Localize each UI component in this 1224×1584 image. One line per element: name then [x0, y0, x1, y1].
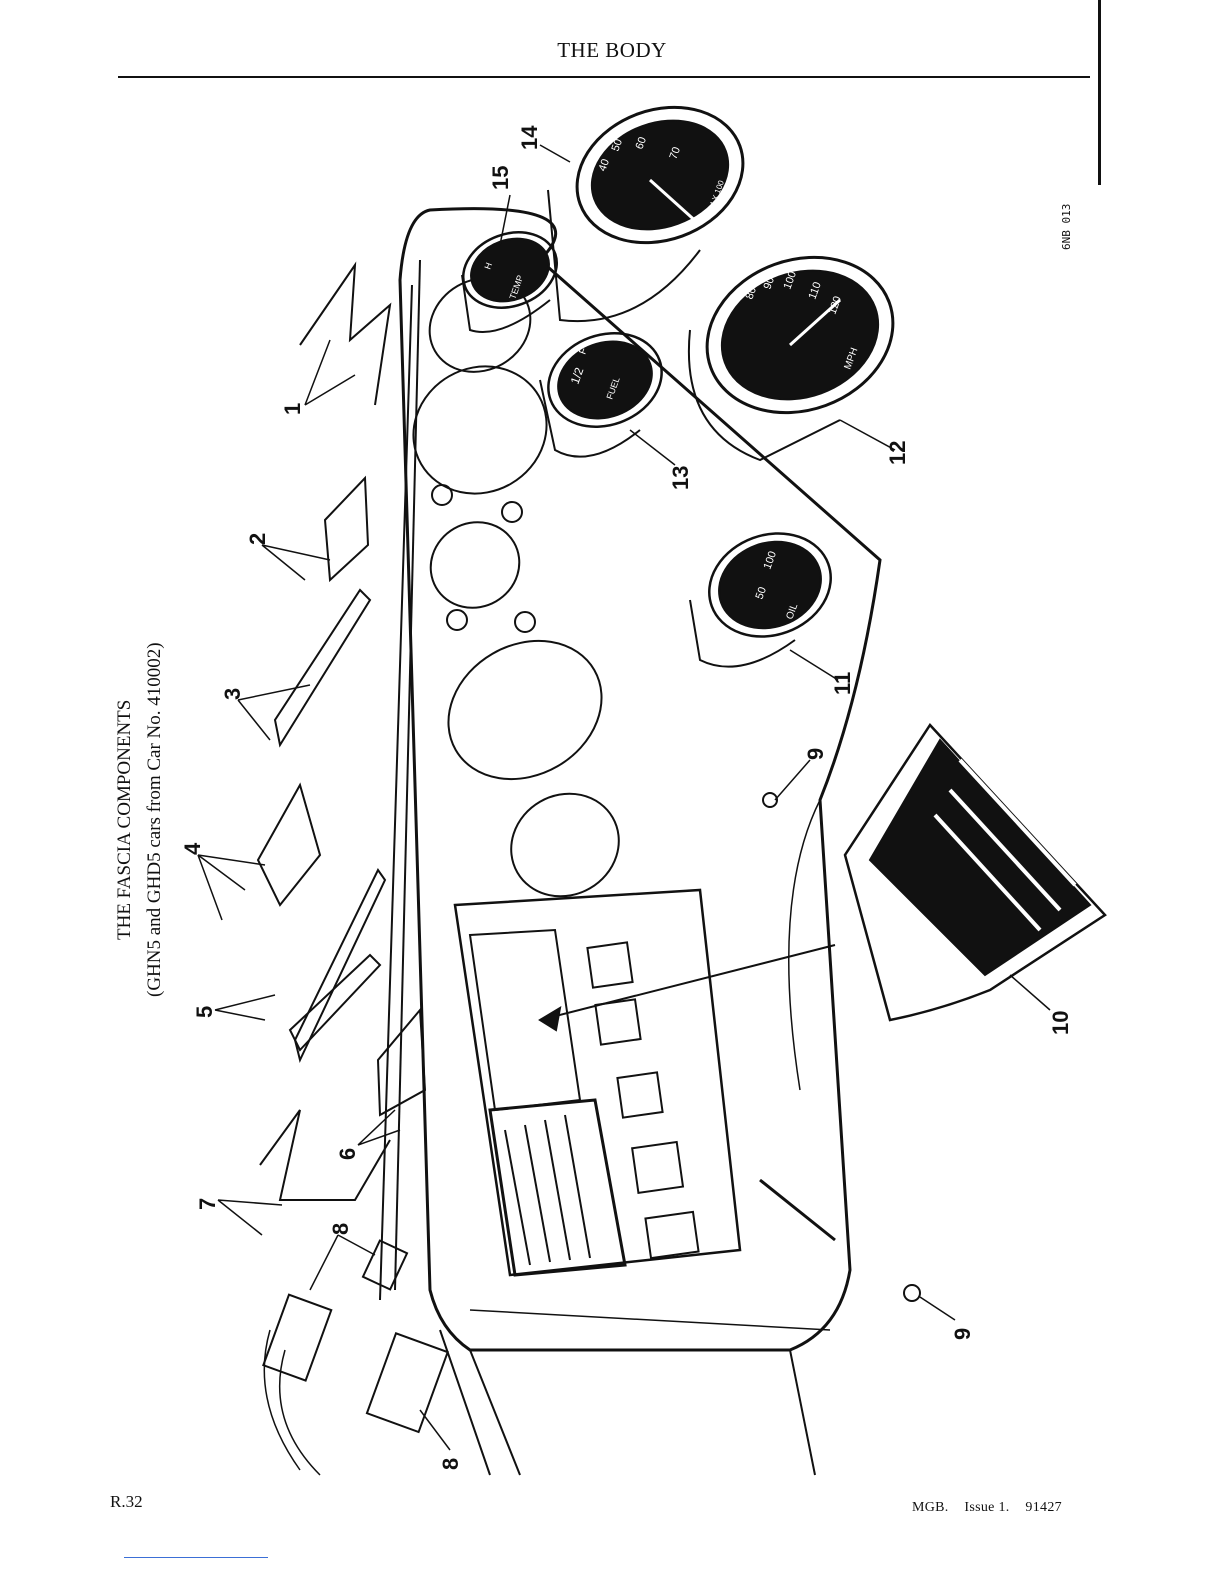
- callout-9a: 9: [803, 748, 828, 760]
- callout-10: 10: [1048, 1011, 1073, 1035]
- fascia-vent: [490, 1100, 625, 1275]
- footer-code: 91427: [1025, 1500, 1062, 1515]
- page-footer: MGB. Issue 1. 91427: [912, 1500, 1074, 1516]
- callout-14: 14: [517, 125, 542, 150]
- switch-panel: [455, 890, 740, 1275]
- callout-12: 12: [885, 441, 910, 465]
- callout-1: 1: [280, 403, 305, 415]
- footer-issue: Issue 1.: [964, 1500, 1009, 1515]
- page-number: R.32: [110, 1492, 143, 1512]
- callout-3: 3: [220, 688, 245, 700]
- callout-5: 5: [192, 1006, 217, 1018]
- callout-8b: 8: [438, 1458, 463, 1470]
- callout-2: 2: [245, 533, 270, 545]
- callout-4: 4: [180, 842, 205, 855]
- speedometer: [685, 232, 915, 460]
- heater-vent-box: [845, 725, 1105, 1020]
- callout-15: 15: [488, 166, 513, 190]
- temp-gauge: [453, 220, 568, 332]
- callout-9b: 9: [950, 1328, 975, 1340]
- footer-model: MGB.: [912, 1500, 949, 1515]
- callout-11: 11: [830, 672, 855, 695]
- harness-connectors: [263, 1241, 447, 1475]
- callout-8a: 8: [328, 1223, 353, 1235]
- fuel-gauge: [535, 318, 675, 457]
- callout-6: 6: [335, 1148, 360, 1160]
- tachometer: [548, 85, 762, 321]
- footnote-rule: [124, 1557, 268, 1558]
- callout-7: 7: [195, 1198, 220, 1210]
- callout-13: 13: [668, 466, 693, 490]
